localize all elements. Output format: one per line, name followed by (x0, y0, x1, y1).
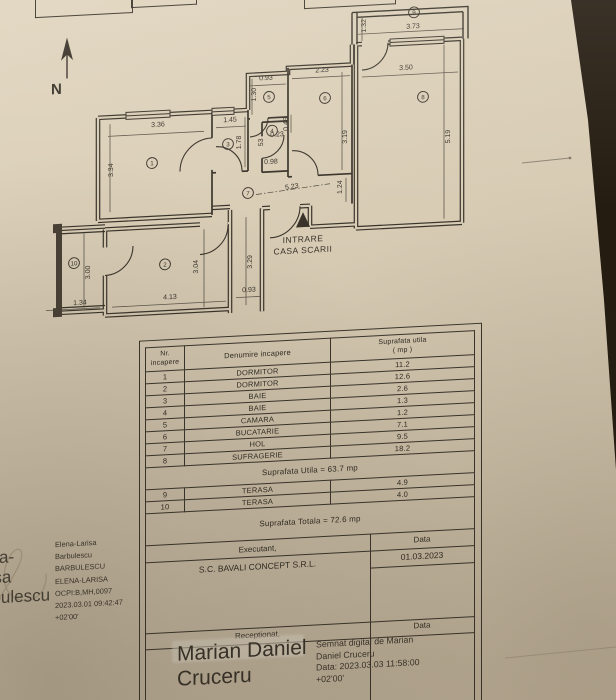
room-marker (408, 6, 420, 19)
room-marker-number: 10 (71, 260, 78, 267)
receiver-digital-signature: Semnat digital de Marian Daniel Cruceru … (316, 634, 420, 684)
room-marker (146, 157, 158, 169)
room-marker (222, 138, 234, 150)
north-arrow-icon (61, 37, 73, 79)
dim-label: 4.13 (163, 294, 177, 302)
door-arcs (104, 42, 389, 277)
dim-and-room-labels: 3.363.341.451.780.931.300.460.23530.982.… (68, 6, 452, 307)
dim-label: 3.34 (108, 163, 115, 177)
sign-divider (474, 528, 475, 700)
dim-label: 3.04 (193, 260, 200, 274)
room-marker-number: 9 (412, 9, 416, 16)
dim-label: 1.24 (337, 180, 344, 194)
dim-label: 5.19 (445, 129, 452, 143)
dim-label: 1.30 (251, 88, 258, 102)
header-nr: Nr. incapere (145, 345, 185, 372)
area-table: Nr. incapere Denumire incapere Suprafata… (145, 330, 475, 546)
dim-label: 0.93 (259, 75, 273, 83)
dim-label: 0.93 (242, 287, 256, 295)
room-marker-number: 1 (150, 160, 154, 167)
dim-lines (46, 17, 464, 311)
dim-label: 1.78 (236, 135, 243, 149)
room-marker-number: 3 (226, 141, 230, 148)
receiver-name-signature: Marian Daniel Cruceru (177, 635, 307, 691)
room-marker (68, 257, 80, 269)
room-marker-number: 4 (270, 128, 274, 135)
room-marker (319, 92, 331, 104)
room-marker-number: 2 (163, 262, 167, 269)
dim-label: 0.46 (283, 117, 290, 131)
dim-label: 3.19 (342, 130, 349, 144)
walls-interior (211, 64, 353, 215)
room-marker-number: 7 (246, 190, 250, 197)
signature-squiggle-icon (0, 548, 47, 615)
north-label: N (51, 81, 62, 99)
signer-large-text: Elena- Larisa Barbulescu (0, 547, 51, 609)
room-marker (266, 124, 278, 137)
room-marker (263, 91, 275, 103)
dim-label: 3.00 (85, 265, 92, 279)
dim-label: 2.23 (315, 67, 329, 75)
room-marker-number: 8 (421, 94, 425, 101)
room-marker (242, 187, 254, 199)
dim-label: 3.29 (247, 255, 254, 269)
dim-label: 3.50 (399, 64, 413, 72)
dim-label: 1.34 (73, 299, 87, 307)
dim-label: 3.36 (151, 121, 165, 129)
room-marker-number: 6 (323, 95, 327, 102)
dim-label: 0.98 (264, 158, 278, 166)
entrance-label-2: CASA SCARII (274, 244, 333, 257)
signer-cert-text: Elena-Larisa Barbulescu BARBULESCU ELENA… (55, 537, 123, 623)
entrance-arrow-icon (296, 212, 310, 228)
window (125, 35, 445, 120)
dim-label: 3.73 (406, 23, 420, 31)
dim-label: 1.45 (223, 117, 237, 125)
room-marker-number: 5 (267, 94, 271, 101)
terasa-9-walls (351, 5, 469, 45)
entrance-label-1: INTRARE (283, 233, 324, 245)
room-marker (159, 258, 171, 271)
dim-label: 5.23 (285, 183, 299, 192)
dim-label: 53 (258, 138, 265, 146)
dim-label: 1.32 (361, 19, 368, 33)
dim-label: 0.23 (270, 131, 284, 139)
room-marker (417, 90, 429, 103)
